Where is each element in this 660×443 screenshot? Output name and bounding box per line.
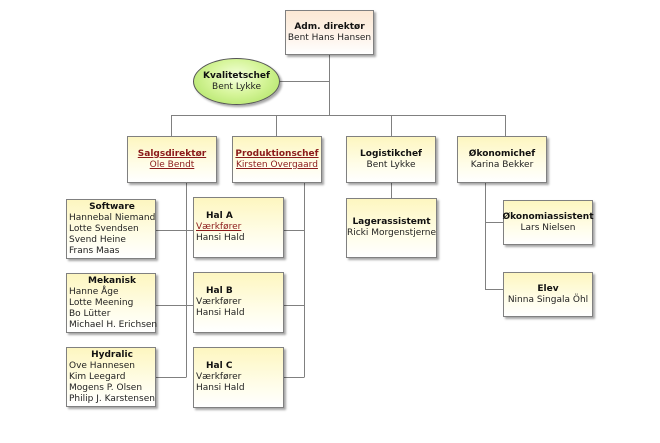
team-member: Mogens P. Olsen [69, 382, 143, 393]
node-title: Hal C [206, 361, 233, 371]
node-title: Adm. direktør [294, 21, 365, 32]
team-member: Ove Hannesen [69, 360, 135, 371]
node-salgsdirektor[interactable]: Salgsdirektør Ole Bendt [127, 136, 217, 183]
node-title: Mekanisk [88, 275, 136, 286]
node-name: Ninna Singala Öhl [507, 294, 589, 305]
node-team-hydralic[interactable]: Hydralic Ove Hannesen Kim Leegard Mogens… [66, 347, 156, 407]
node-hal-a[interactable]: Hal A Værkfører Hansi Hald [193, 197, 284, 258]
node-title: Hal A [206, 211, 233, 221]
node-role: Værkfører [196, 372, 242, 382]
node-name: Bent Lykke [212, 81, 261, 92]
node-role: Værkfører [196, 297, 242, 307]
node-role-link[interactable]: Værkfører [196, 222, 242, 232]
node-name: Bent Lykke [366, 159, 416, 170]
node-okonomichef[interactable]: Økonomichef Karina Bekker [457, 136, 547, 183]
team-member: Lotte Svendsen [69, 223, 139, 234]
node-name: Hansi Hald [196, 308, 245, 318]
node-title: Logistikchef [360, 148, 422, 159]
team-member: Philip J. Karstensen [69, 393, 155, 404]
node-produktionschef[interactable]: Produktionschef Kirsten Overgaard [232, 136, 322, 183]
node-title: Elev [537, 283, 559, 294]
node-name: Ricki Morgenstjerne [346, 228, 437, 238]
team-member: Hannebal Niemand [69, 212, 156, 223]
node-title: Økonomichef [468, 148, 536, 159]
node-title: Hal B [206, 286, 233, 296]
node-team-software[interactable]: Software Hannebal Niemand Lotte Svendsen… [66, 199, 156, 259]
team-member: Frans Maas [69, 245, 120, 256]
node-title: Hydralic [91, 349, 133, 360]
node-name: Lars Nielsen [520, 222, 576, 233]
team-member: Hanne Åge [69, 286, 119, 297]
node-name: Karina Bekker [470, 159, 534, 170]
node-title: Software [89, 201, 135, 212]
node-team-mekanisk[interactable]: Mekanisk Hanne Åge Lotte Meening Bo Lütt… [66, 273, 158, 333]
node-kvalitetschef[interactable]: Kvalitetschef Bent Lykke [193, 58, 280, 105]
node-elev[interactable]: Elev Ninna Singala Öhl [503, 272, 593, 317]
node-name[interactable]: Ole Bendt [149, 159, 195, 170]
node-hal-c[interactable]: Hal C Værkfører Hansi Hald [193, 347, 284, 408]
team-member: Michael H. Erichsen [69, 319, 158, 330]
node-title: Økonomiassistent [502, 211, 594, 222]
team-member: Kim Leegard [69, 371, 126, 382]
node-name: Hansi Hald [196, 233, 245, 243]
team-member: Bo Lütter [69, 308, 111, 319]
node-name[interactable]: Kirsten Overgaard [236, 159, 318, 170]
node-title[interactable]: Salgsdirektør [137, 148, 207, 159]
node-adm-direktor[interactable]: Adm. direktør Bent Hans Hansen [285, 10, 374, 55]
node-title: Lagerassistemt [352, 217, 431, 227]
node-name: Hansi Hald [196, 383, 245, 393]
team-member: Lotte Meening [69, 297, 134, 308]
node-lagerassistent[interactable]: Lagerassistemt Ricki Morgenstjerne [346, 198, 437, 258]
node-title: Kvalitetschef [203, 70, 270, 81]
node-logistikchef[interactable]: Logistikchef Bent Lykke [346, 136, 436, 183]
node-name: Bent Hans Hansen [287, 32, 372, 43]
node-title[interactable]: Produktionschef [235, 148, 319, 159]
team-member: Svend Heine [69, 234, 126, 245]
node-hal-b[interactable]: Hal B Værkfører Hansi Hald [193, 272, 284, 333]
node-okonomiassistent[interactable]: Økonomiassistent Lars Nielsen [502, 200, 594, 245]
